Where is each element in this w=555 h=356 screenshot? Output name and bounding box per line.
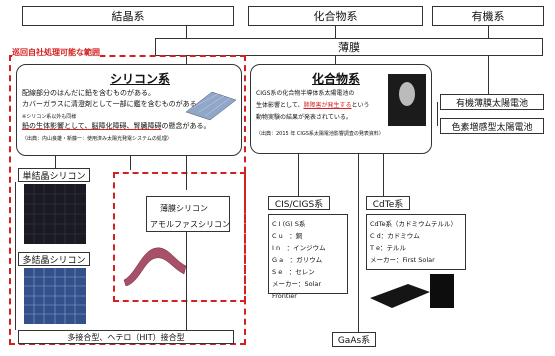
poly-silicon-label: 多結晶シリコン bbox=[22, 255, 86, 266]
cis-row: G a ：ガリウム bbox=[272, 256, 323, 264]
thin-silicon-box bbox=[146, 196, 230, 232]
compound-line-2-post: という bbox=[351, 102, 370, 109]
connector bbox=[488, 56, 489, 94]
dye-sensitized-label: 色素増感型太陽電池 bbox=[451, 122, 533, 133]
mono-silicon-label: 単結晶シリコン bbox=[22, 171, 86, 182]
silicon-line-2: カバーガラスに清澄剤として一部に鑑を含むものがある。 bbox=[22, 100, 204, 108]
mono-silicon-box: 単結晶シリコン bbox=[18, 168, 90, 182]
gaas-box: GaAs系 bbox=[332, 332, 376, 347]
connector bbox=[55, 156, 56, 168]
compound-cell-image bbox=[388, 74, 426, 126]
connector bbox=[298, 154, 299, 196]
connector bbox=[383, 154, 384, 196]
processing-scope-label: 巡回自社処理可能な範囲 bbox=[12, 47, 100, 58]
compound-line-2-pre: 生体影響として、 bbox=[256, 102, 304, 109]
organic-thin-film-label: 有機薄膜太陽電池 bbox=[455, 98, 528, 109]
silicon-highlight-tail: の懸念がある。 bbox=[161, 122, 211, 130]
thin-film-label: 薄膜 bbox=[338, 41, 360, 54]
poly-panel-image bbox=[24, 268, 86, 324]
crystal-category-box: 結晶系 bbox=[22, 6, 234, 26]
cdte-title-box: CdTe系 bbox=[366, 196, 410, 210]
silicon-highlight: 鉛の生体影響として、脳障化障碍、腎臓障碍の懸念がある。 bbox=[22, 121, 210, 131]
connector bbox=[335, 26, 336, 38]
connector bbox=[488, 26, 489, 38]
solar-module-image bbox=[185, 91, 237, 121]
cdte-row: T e：テルル bbox=[370, 244, 407, 252]
cis-row: メーカー：Solar Frontier bbox=[272, 280, 322, 300]
gaas-label: GaAs系 bbox=[337, 336, 371, 346]
cdte-detail-box: CdTe系（カドミウムテルル） C d：カドミウム T e：テルル メーカー：F… bbox=[366, 214, 466, 270]
amorphous-sheet-image bbox=[123, 247, 187, 286]
connector bbox=[186, 156, 187, 190]
compound-source: （出典：2015 年 CIGS系太陽電池影響調査の発表資料） bbox=[256, 131, 384, 137]
cdte-row: メーカー：First Solar bbox=[370, 256, 435, 264]
connector bbox=[186, 26, 187, 38]
cis-row: S e ：セレン bbox=[272, 268, 315, 276]
hybrid-box: 多接合型、ヘテロ（HIT）接合型 bbox=[18, 330, 234, 344]
processing-scope-outline-lower bbox=[113, 172, 246, 302]
connector bbox=[335, 56, 336, 64]
compound-line-1: CIGS系の化合物半導体系太陽電池の bbox=[256, 90, 355, 97]
compound-line-2: 生体影響として、肺障害が発生するという bbox=[256, 100, 370, 109]
cdte-title: CdTe系 bbox=[372, 199, 404, 210]
thin-silicon-label-1: 薄膜シリコン bbox=[160, 204, 208, 213]
silicon-highlight-red: 鉛の生体影響として、脳障化障碍、腎臓障碍 bbox=[22, 122, 162, 130]
silicon-line-1: 配線部分のはんだに鉛を含むものがある。 bbox=[22, 89, 155, 97]
cdte-panel-image bbox=[370, 274, 454, 308]
cis-detail-box: C I (G) S系 C u ：銅 I n ：インジウム G a ：ガリウム S… bbox=[268, 214, 348, 300]
compound-line-3: 動物実験の結果が発表されている。 bbox=[256, 114, 352, 121]
cis-title-box: CIS/CIGS系 bbox=[268, 196, 330, 210]
organic-category-box: 有機系 bbox=[432, 6, 544, 26]
connector bbox=[186, 232, 187, 330]
connector bbox=[130, 156, 131, 170]
cis-title: CIS/CIGS系 bbox=[274, 199, 324, 210]
thin-film-box: 薄膜 bbox=[155, 38, 543, 56]
compound-category-box: 化合物系 bbox=[248, 6, 423, 26]
organic-thin-film-box: 有機薄膜太陽電池 bbox=[440, 94, 544, 110]
hybrid-label: 多接合型、ヘテロ（HIT）接合型 bbox=[67, 332, 185, 342]
cdte-row: C d：カドミウム bbox=[370, 232, 420, 240]
cdte-row: CdTe系（カドミウムテルル） bbox=[370, 220, 458, 228]
cis-row: C I (G) S系 bbox=[272, 220, 306, 228]
organic-label: 有機系 bbox=[471, 10, 505, 23]
cis-row: C u ：銅 bbox=[272, 232, 303, 240]
crystal-label: 結晶系 bbox=[111, 10, 145, 23]
compound-title: 化合物系 bbox=[312, 72, 361, 86]
connector bbox=[15, 182, 16, 330]
silicon-note: ※シリコン系以外も同様 bbox=[22, 114, 77, 120]
thin-silicon-label-2: アモルファスシリコン bbox=[150, 220, 230, 229]
silicon-title: シリコン系 bbox=[110, 72, 171, 86]
compound-label: 化合物系 bbox=[313, 10, 358, 23]
connector bbox=[437, 102, 438, 126]
connector bbox=[186, 56, 187, 64]
poly-silicon-box: 多結晶シリコン bbox=[18, 252, 90, 266]
dye-sensitized-box: 色素増感型太陽電池 bbox=[440, 118, 544, 134]
silicon-source: （出典：内山良雄・新藤一：使用済み太陽光発電システムの処理） bbox=[22, 136, 172, 142]
connector bbox=[358, 154, 359, 332]
mono-panel-image bbox=[24, 184, 86, 244]
compound-line-2-red: 肺障害が発生する bbox=[303, 102, 352, 109]
cis-row: I n ：インジウム bbox=[272, 244, 326, 252]
